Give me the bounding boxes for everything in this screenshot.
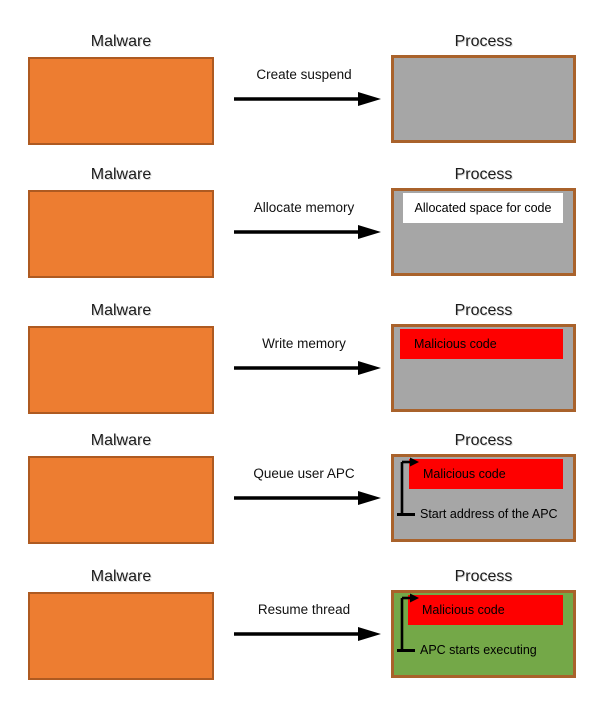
malware-box [28, 190, 214, 278]
malicious-code-box: Malicious code [400, 329, 563, 359]
process-box: Malicious code APC starts executing [391, 590, 576, 678]
process-box: Malicious code Start address of the APC [391, 454, 576, 542]
malware-box [28, 326, 214, 414]
process-label: Process [454, 166, 513, 183]
process-label: Process [454, 432, 513, 449]
malware-label: Malware [90, 432, 152, 449]
arrow-label: Create suspend [256, 67, 352, 82]
right-arrow-icon [234, 361, 381, 375]
right-arrow-icon [234, 491, 381, 505]
arrow-label: Allocate memory [253, 200, 355, 215]
malware-box [28, 57, 214, 145]
malware-label: Malware [90, 568, 152, 585]
connector-label: Start address of the APC [420, 507, 558, 521]
process-box: Allocated space for code [391, 188, 576, 276]
malware-box [28, 592, 214, 680]
process-box: Malicious code [391, 324, 576, 412]
process-label: Process [454, 568, 513, 585]
malicious-code-box: Malicious code [409, 459, 563, 489]
process-label: Process [454, 33, 513, 50]
malware-label: Malware [90, 33, 152, 50]
process-label: Process [454, 302, 513, 319]
malware-box [28, 456, 214, 544]
right-arrow-icon [234, 225, 381, 239]
arrow-label: Write memory [262, 336, 346, 351]
arrow-label: Resume thread [257, 602, 351, 617]
malware-label: Malware [90, 302, 152, 319]
malicious-code-box: Malicious code [408, 595, 563, 625]
right-arrow-icon [234, 627, 381, 641]
right-arrow-icon [234, 92, 381, 106]
process-box [391, 55, 576, 143]
apc-pointer-arrow-icon [397, 457, 419, 516]
arrow-label: Queue user APC [253, 466, 355, 481]
malware-label: Malware [90, 166, 152, 183]
connector-label: APC starts executing [420, 643, 537, 657]
apc-pointer-arrow-icon [397, 593, 419, 652]
allocated-space-box: Allocated space for code [403, 193, 563, 223]
